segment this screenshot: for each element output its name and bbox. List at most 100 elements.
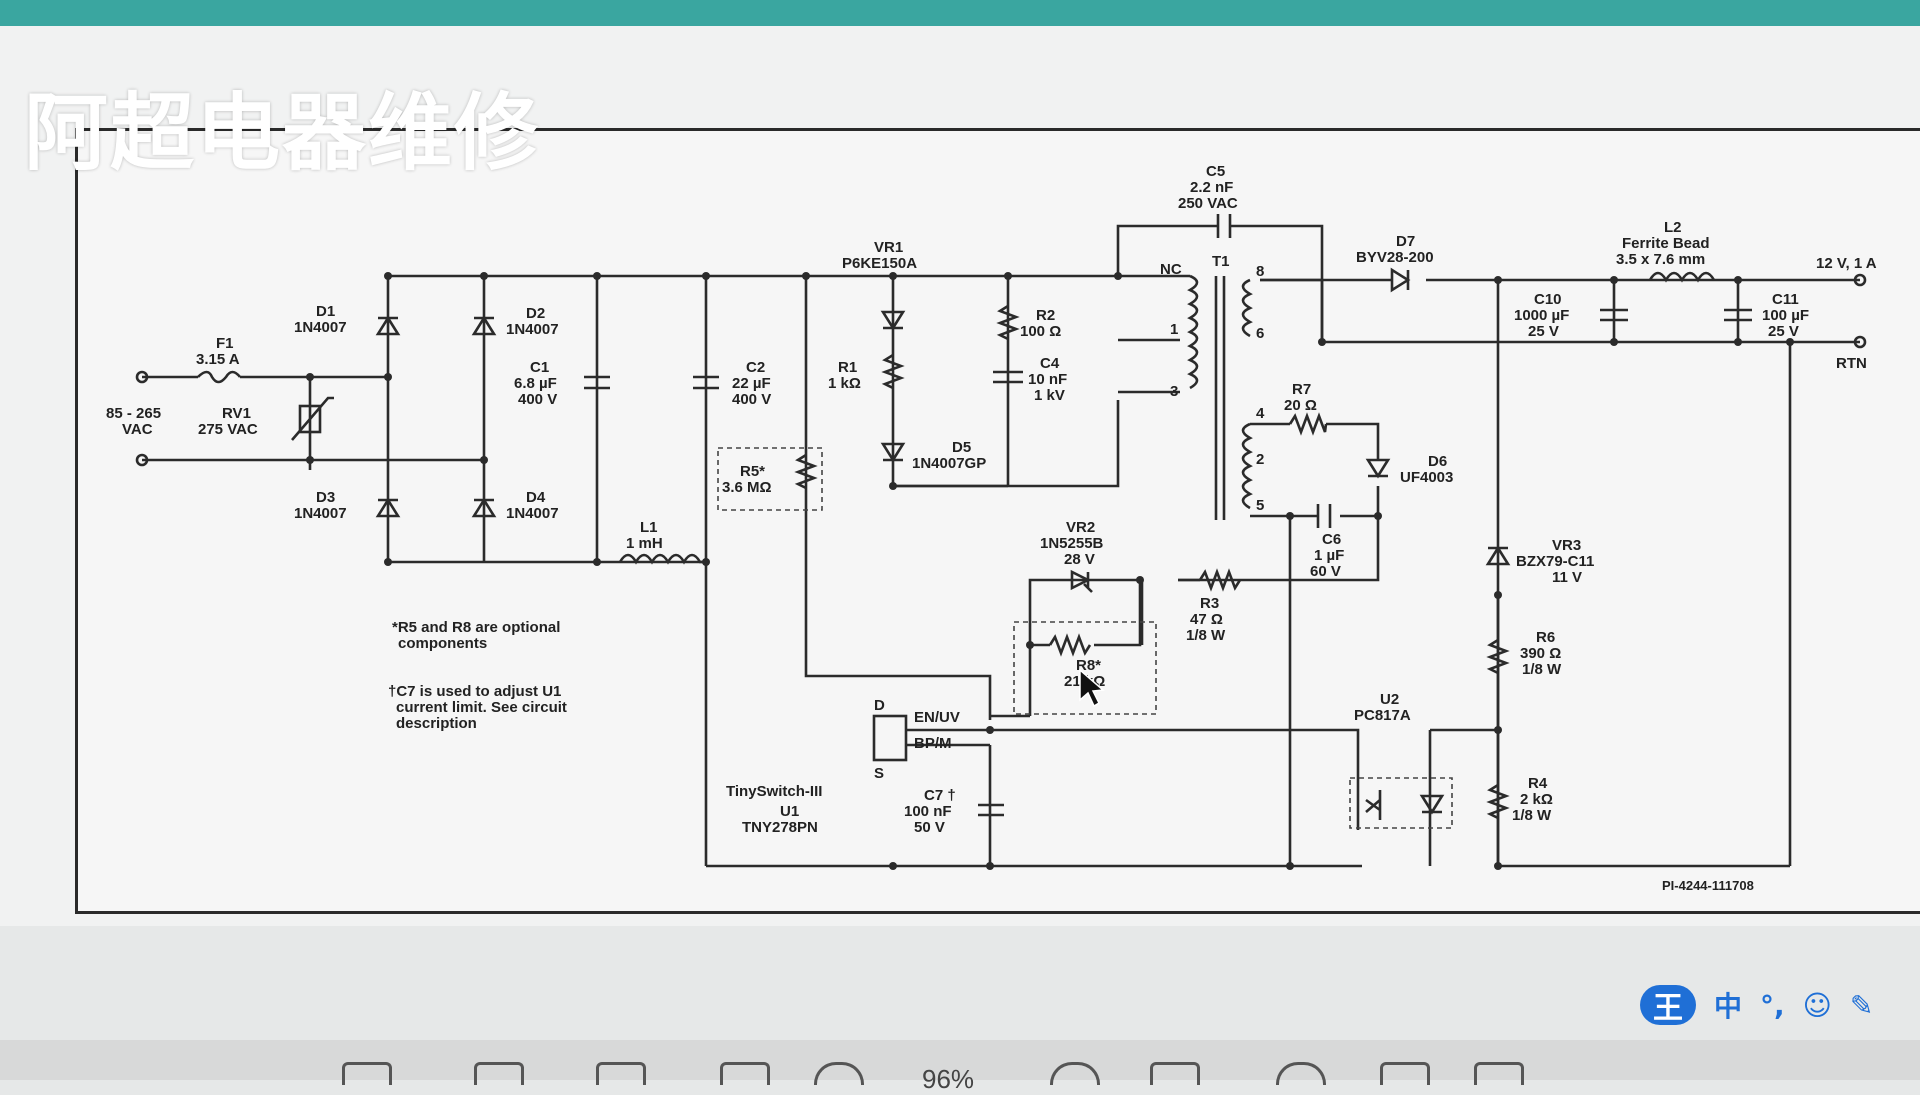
ime-toolbar[interactable]: 王 中 °, ☺ ✎ bbox=[1640, 985, 1874, 1026]
label-pin-enuv: EN/UV bbox=[914, 709, 960, 726]
label-rv1-val: 275 VAC bbox=[198, 421, 258, 438]
label-vr1-val: P6KE150A bbox=[842, 255, 917, 272]
label-c10: C10 bbox=[1534, 291, 1562, 308]
label-d6-val: UF4003 bbox=[1400, 469, 1453, 486]
component-labels: 85 - 265 VAC F1 3.15 A RV1 275 VAC D1 1N… bbox=[106, 163, 1877, 893]
ime-handwriting-icon[interactable]: ✎ bbox=[1849, 988, 1874, 1022]
label-c7-val: 100 nF bbox=[904, 803, 952, 820]
label-r4-val: 2 kΩ bbox=[1520, 791, 1553, 808]
label-input-vac: VAC bbox=[122, 421, 153, 438]
drawing-reference: PI-4244-111708 bbox=[1662, 878, 1754, 893]
fit-window-icon[interactable] bbox=[342, 1062, 392, 1085]
note-2-line1: †C7 is used to adjust U1 bbox=[388, 683, 561, 700]
label-d2: D2 bbox=[526, 305, 545, 322]
diodes bbox=[880, 267, 1511, 593]
junction-dots bbox=[306, 272, 1794, 870]
label-d7-val: BYV28-200 bbox=[1356, 249, 1434, 266]
watermark-title: 阿超电器维修 bbox=[24, 84, 541, 182]
label-l1: L1 bbox=[640, 519, 658, 536]
label-c11-v: 25 V bbox=[1768, 323, 1799, 340]
label-vr1: VR1 bbox=[874, 239, 903, 256]
label-pin-6: 6 bbox=[1256, 325, 1264, 342]
label-c1: C1 bbox=[530, 359, 549, 376]
label-l1-val: 1 mH bbox=[626, 535, 663, 552]
label-vr2: VR2 bbox=[1066, 519, 1095, 536]
label-pin-d: D bbox=[874, 697, 885, 714]
label-rv1: RV1 bbox=[222, 405, 251, 422]
capacitors bbox=[584, 214, 1752, 817]
label-c4: C4 bbox=[1040, 355, 1060, 372]
label-c11-val: 100 µF bbox=[1762, 307, 1809, 324]
label-input: 85 - 265 bbox=[106, 405, 161, 422]
label-c1-v: 400 V bbox=[518, 391, 557, 408]
label-r2-val: 100 Ω bbox=[1020, 323, 1061, 340]
label-c1-val: 6.8 µF bbox=[514, 375, 557, 392]
label-r7-val: 20 Ω bbox=[1284, 397, 1317, 414]
schematic-document bbox=[75, 128, 1920, 914]
title-bar bbox=[0, 0, 1920, 26]
fuse-f1 bbox=[197, 370, 242, 384]
label-pin-s: S bbox=[874, 765, 884, 782]
label-c2: C2 bbox=[746, 359, 765, 376]
label-d1-val: 1N4007 bbox=[294, 319, 347, 336]
label-u1-family: TinySwitch-III bbox=[726, 783, 822, 800]
ime-chinese-mode[interactable]: 中 bbox=[1714, 990, 1743, 1023]
ime-punctuation-icon[interactable]: °, bbox=[1760, 988, 1785, 1022]
edit-icon[interactable] bbox=[1380, 1062, 1430, 1085]
label-d2-val: 1N4007 bbox=[506, 321, 559, 338]
label-r4: R4 bbox=[1528, 775, 1548, 792]
label-l2-val: Ferrite Bead bbox=[1622, 235, 1710, 252]
label-output: 12 V, 1 A bbox=[1816, 255, 1877, 272]
label-c2-v: 400 V bbox=[732, 391, 771, 408]
label-d6: D6 bbox=[1428, 453, 1447, 470]
optional-r5-box bbox=[717, 447, 823, 511]
fullscreen-icon[interactable] bbox=[720, 1062, 770, 1085]
label-r1-val: 1 kΩ bbox=[828, 375, 861, 392]
label-vr3-val: BZX79-C11 bbox=[1516, 553, 1594, 570]
note-1-line1: *R5 and R8 are optional bbox=[392, 619, 560, 636]
label-pin-8: 8 bbox=[1256, 263, 1264, 280]
label-vr2-val: 1N5255B bbox=[1040, 535, 1104, 552]
note-1-line2: components bbox=[398, 635, 487, 652]
label-f1: F1 bbox=[216, 335, 234, 352]
label-c5-v: 250 VAC bbox=[1178, 195, 1238, 212]
label-pin-2: 2 bbox=[1256, 451, 1264, 468]
label-vr3-v: 11 V bbox=[1552, 569, 1582, 586]
label-r3-w: 1/8 W bbox=[1186, 627, 1226, 644]
label-u1-part: TNY278PN bbox=[742, 819, 818, 836]
label-l2: L2 bbox=[1664, 219, 1682, 236]
label-c5: C5 bbox=[1206, 163, 1225, 180]
label-d1: D1 bbox=[316, 303, 335, 320]
actual-size-icon[interactable] bbox=[1150, 1062, 1200, 1085]
label-pin-4: 4 bbox=[1256, 405, 1265, 422]
ime-logo-icon[interactable]: 王 bbox=[1640, 985, 1696, 1026]
label-r6: R6 bbox=[1536, 629, 1555, 646]
mouse-cursor-icon bbox=[1079, 668, 1105, 708]
terminals bbox=[135, 273, 1867, 467]
ime-emoji-icon[interactable]: ☺ bbox=[1802, 988, 1832, 1022]
label-c5-val: 2.2 nF bbox=[1190, 179, 1233, 196]
label-t1: T1 bbox=[1212, 253, 1230, 270]
varistor-rv1 bbox=[291, 396, 334, 441]
label-c7: C7 † bbox=[924, 787, 956, 804]
label-r1: R1 bbox=[838, 359, 857, 376]
label-pin-bpm: BP/M bbox=[914, 735, 952, 752]
inductors bbox=[618, 271, 1716, 565]
label-vr2-v: 28 V bbox=[1064, 551, 1095, 568]
label-u2-val: PC817A bbox=[1354, 707, 1411, 724]
label-pin-1: 1 bbox=[1170, 321, 1178, 338]
crop-icon[interactable] bbox=[474, 1062, 524, 1085]
image-icon[interactable] bbox=[596, 1062, 646, 1085]
note-2-line2: current limit. See circuit bbox=[396, 699, 567, 716]
label-r6-w: 1/8 W bbox=[1522, 661, 1562, 678]
label-d5: D5 bbox=[952, 439, 971, 456]
label-l2-size: 3.5 x 7.6 mm bbox=[1616, 251, 1705, 268]
label-rtn: RTN bbox=[1836, 355, 1867, 372]
label-c7-v: 50 V bbox=[914, 819, 945, 836]
bridge-diodes bbox=[375, 315, 497, 518]
label-c10-val: 1000 µF bbox=[1514, 307, 1569, 324]
share-icon[interactable] bbox=[1474, 1062, 1524, 1085]
label-r4-w: 1/8 W bbox=[1512, 807, 1552, 824]
label-d4: D4 bbox=[526, 489, 546, 506]
